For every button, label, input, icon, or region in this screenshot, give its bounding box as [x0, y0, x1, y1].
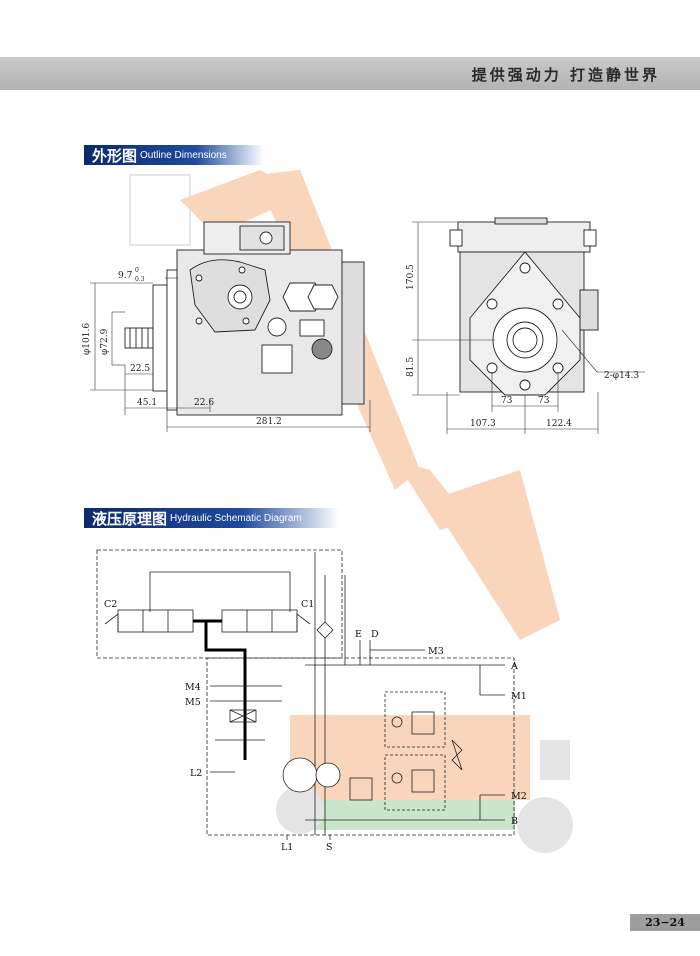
label-a: A: [510, 661, 518, 672]
section-tab-schematic: 液压原理图 Hydraulic Schematic Diagram: [84, 508, 339, 528]
dim-h-upper: 170.5: [406, 264, 416, 290]
dim-w-right: 73: [538, 396, 550, 406]
dim-d2: 45.1: [137, 398, 157, 408]
front-dimension-labels: 170.5 81.5 73 73 107.3 122.4 2-φ14.3: [406, 264, 639, 429]
dim-pilot-dia: φ72.9: [100, 328, 110, 355]
label-c1: C1: [301, 599, 314, 610]
label-m3: M3: [428, 646, 444, 657]
section-tab-outline: 外形图 Outline Dimensions: [84, 145, 264, 165]
dim-total-length: 281.2: [256, 417, 282, 427]
label-m2: M2: [511, 791, 527, 802]
schematic-title-cn: 液压原理图: [92, 509, 168, 528]
label-l2: L2: [190, 768, 202, 779]
dim-tol: 9.7: [118, 271, 133, 281]
dim-h-lower: 81.5: [406, 357, 416, 377]
page-number: 23−24: [630, 914, 700, 931]
hydraulic-schematic: [96, 549, 515, 840]
label-m1: M1: [511, 691, 527, 702]
side-dimension-labels: 9.7 0 0.3 φ101.6 φ72.9 22.5 45.1 22.6 28…: [82, 267, 282, 427]
schematic-labels: C2 C1 E D M3 A M1 M4 M5 L2 M2 B L1 S: [104, 599, 527, 853]
dim-b-right: 122.4: [546, 419, 572, 429]
dim-holes: 2-φ14.3: [604, 371, 639, 381]
label-b: B: [511, 816, 518, 827]
side-view-dimensions: [90, 277, 371, 432]
front-view-dimensions: [412, 221, 645, 434]
dim-w-left: 73: [501, 396, 513, 406]
dim-shaft-dia: φ101.6: [82, 323, 92, 355]
dim-d1: 22.5: [130, 364, 150, 374]
label-m5: M5: [185, 697, 201, 708]
outline-title-cn: 外形图: [92, 146, 138, 165]
label-e: E: [355, 629, 362, 640]
dim-tol-low: 0.3: [135, 276, 145, 283]
label-m4: M4: [185, 682, 201, 693]
label-l1: L1: [281, 842, 293, 853]
dim-b-left: 107.3: [470, 419, 496, 429]
dim-tol-up: 0: [135, 267, 139, 274]
label-c2: C2: [104, 599, 117, 610]
dim-d3: 22.6: [194, 398, 214, 408]
pump-side-view: [124, 221, 365, 416]
outline-title-en: Outline Dimensions: [140, 149, 227, 161]
label-s: S: [326, 842, 333, 853]
pump-front-view: [449, 217, 599, 396]
schematic-title-en: Hydraulic Schematic Diagram: [170, 512, 302, 524]
header-slogan: 提供强动力 打造静世界: [471, 66, 660, 84]
header-band: 提供强动力 打造静世界: [0, 57, 700, 90]
label-d: D: [371, 629, 379, 640]
